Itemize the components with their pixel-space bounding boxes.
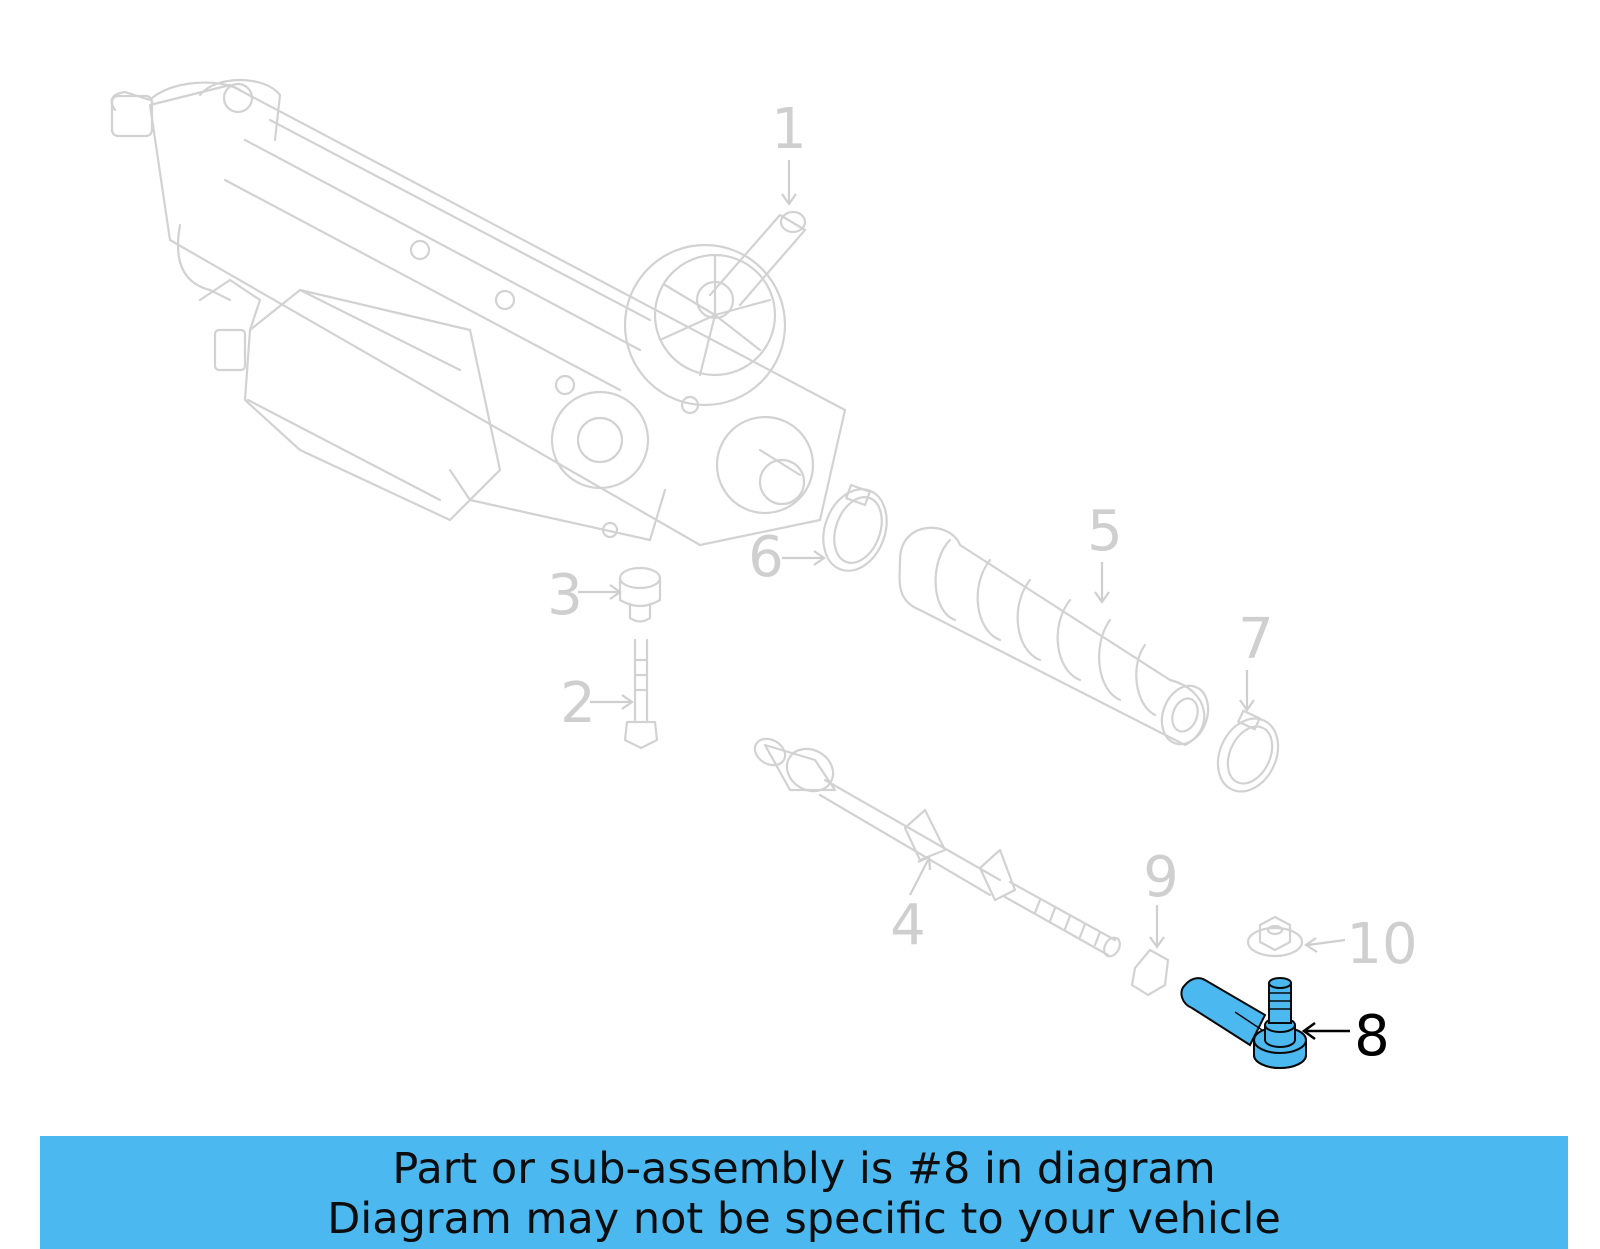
part-6-clamp: [822, 483, 888, 572]
part-3-bushing: [618, 566, 662, 623]
callout-labels: 1 2 3 4 5 6 7 8 9 10: [547, 97, 1417, 1069]
banner-line-part-number: Part or sub-assembly is #8 in diagram: [392, 1144, 1216, 1194]
parts-diagram: 1 2 3 4 5 6 7 8 9 10: [110, 78, 1418, 1069]
part-5-boot: [898, 526, 1210, 747]
callout-4: 4: [890, 893, 926, 958]
callout-2: 2: [560, 671, 596, 736]
part-2-bolt: [623, 638, 659, 750]
callout-arrows: [578, 160, 1350, 1041]
steering-gear-housing: [110, 78, 847, 547]
callout-7: 7: [1238, 607, 1274, 672]
callout-6: 6: [748, 525, 784, 590]
part-10-flange-nut: [1246, 915, 1304, 958]
part-4-inner-tie-rod: [753, 737, 1121, 958]
callout-9: 9: [1143, 845, 1179, 910]
part-8-tie-rod-end[interactable]: [1180, 977, 1307, 1069]
callout-1: 1: [771, 97, 807, 162]
part-9-jam-nut: [1130, 948, 1170, 997]
info-banner: Part or sub-assembly is #8 in diagram Di…: [40, 1136, 1568, 1249]
callout-8: 8: [1354, 1004, 1390, 1069]
banner-line-disclaimer: Diagram may not be specific to your vehi…: [327, 1194, 1281, 1244]
callout-10: 10: [1346, 912, 1417, 977]
callout-5: 5: [1087, 499, 1123, 564]
part-7-clamp: [1216, 709, 1280, 793]
callout-3: 3: [547, 563, 583, 628]
